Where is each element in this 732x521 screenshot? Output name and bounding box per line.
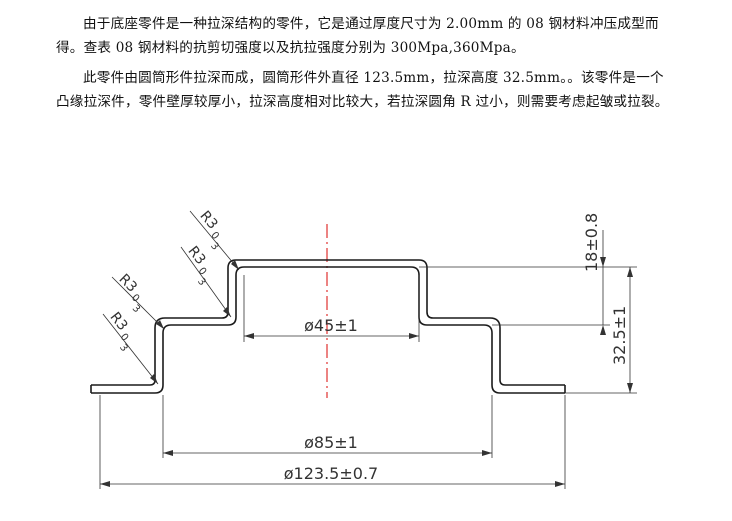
radius-sup-1: 3 [208, 241, 221, 253]
dim-height-top: 18±0.8 [419, 213, 637, 335]
part-outer-profile [91, 266, 565, 394]
radius-label-4: R3 [106, 309, 130, 334]
radius-sup-2: 3 [195, 276, 208, 288]
dim-dia-inner-top: ø45±1 [243, 275, 420, 342]
part-inner-profile [91, 259, 565, 386]
dim-dia-outer: ø123.5±0.7 [99, 395, 566, 489]
dim-dia-inner-top-label: ø45±1 [304, 316, 358, 335]
dim-height-total: 32.5±1 [565, 267, 637, 394]
radius-callout-2: R3 0 3 [180, 243, 232, 318]
analysis-paragraph: 此零件由圆筒形件拉深而成，圆筒形件外直径 123.5mm，拉深高度 32.5mm… [56, 70, 669, 110]
radius-sup-3: 3 [130, 303, 142, 315]
radius-callout-4: R3 0 3 [102, 309, 159, 385]
dim-dia-outer-label: ø123.5±0.7 [284, 464, 378, 483]
radius-sub-1: 0 [208, 230, 221, 242]
radius-sub-4: 0 [118, 332, 131, 344]
intro-paragraph: 由于底座零件是一种拉深结构的零件，它是通过厚度尺寸为 2.00mm 的 08 钢… [56, 16, 659, 56]
dim-dia-step-label: ø85±1 [304, 433, 358, 452]
dim-dia-step: ø85±1 [162, 395, 493, 458]
dim-height-top-label: 18±0.8 [582, 213, 601, 272]
dim-height-total-label: 32.5±1 [610, 306, 629, 365]
radius-sub-2: 0 [196, 266, 209, 278]
radius-sup-4: 3 [117, 342, 130, 354]
radius-sub-3: 0 [129, 292, 141, 304]
radius-label-2: R3 [184, 243, 208, 268]
